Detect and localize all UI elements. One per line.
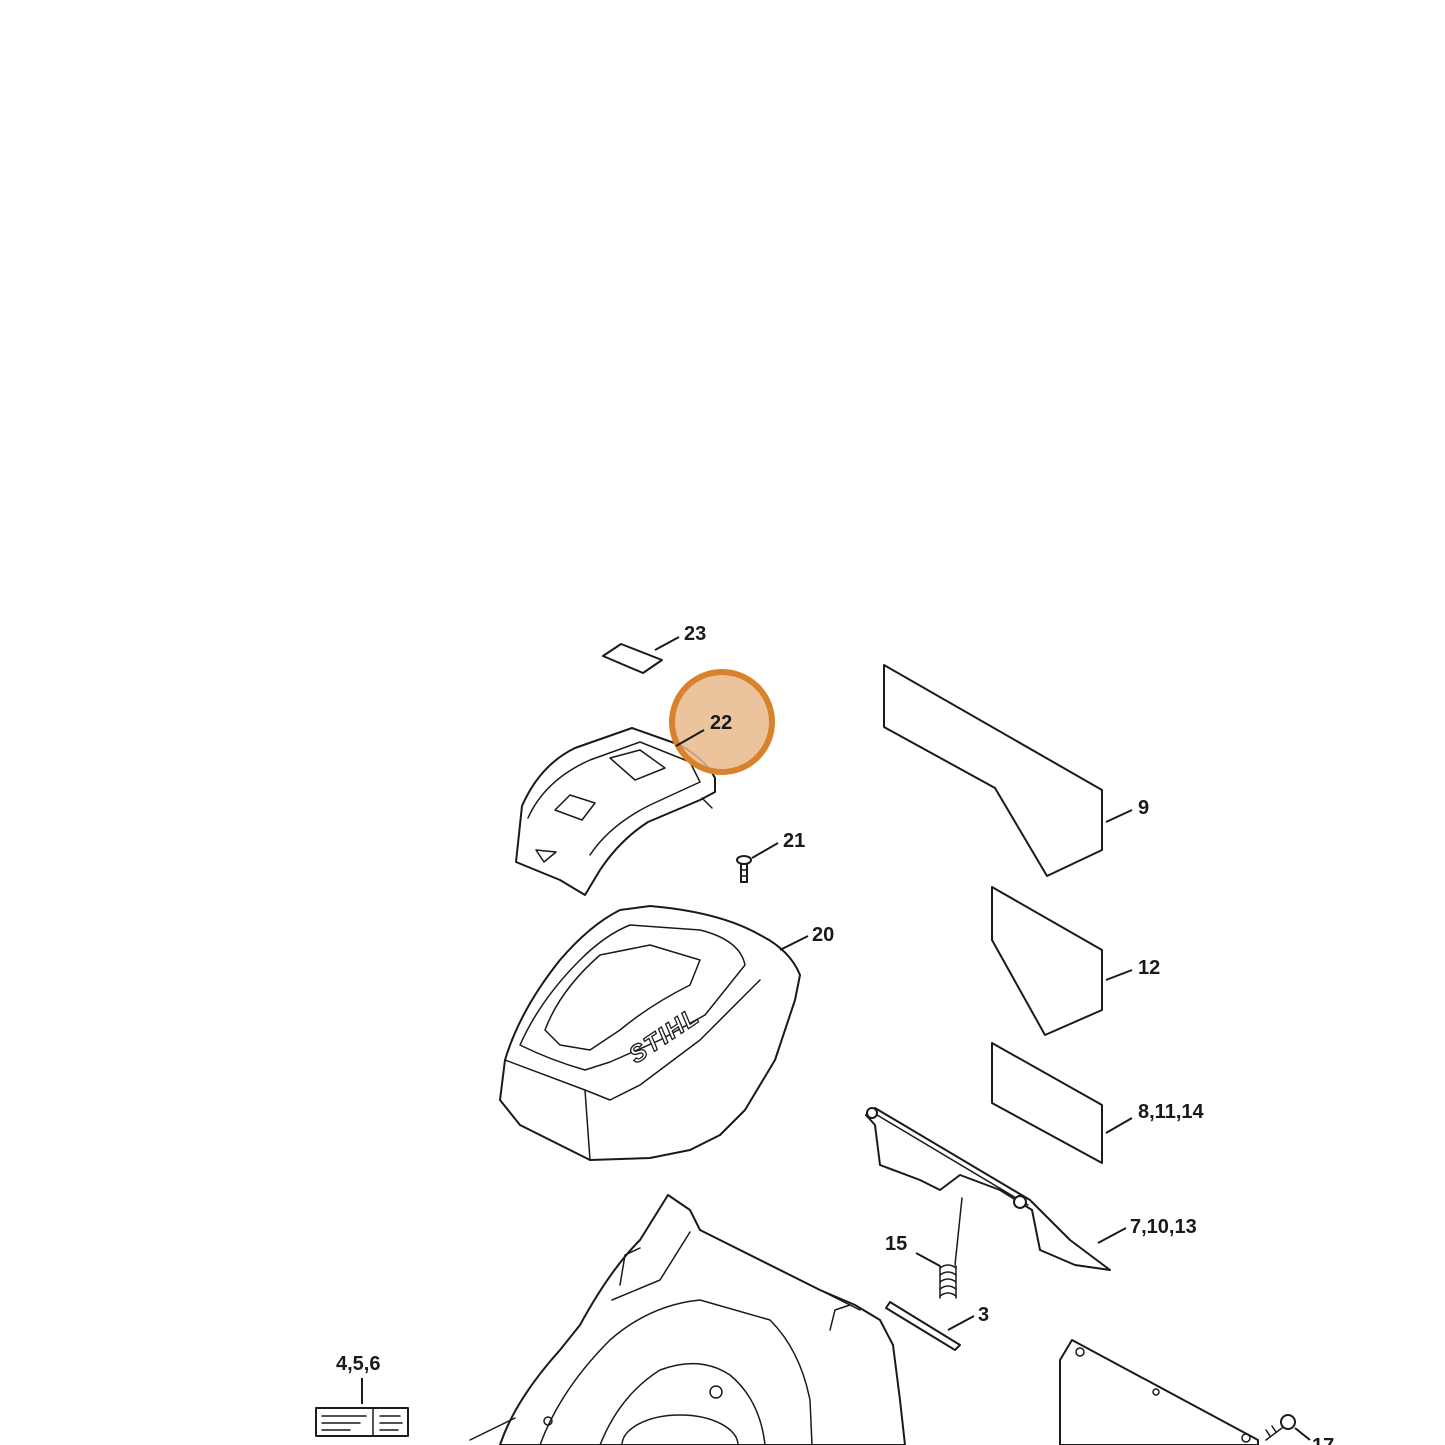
callout-7-10-13: 7,10,13 — [1130, 1216, 1197, 1238]
part-23-label[interactable] — [602, 643, 663, 674]
callout-21: 21 — [783, 830, 805, 852]
callout-17: 17 — [1312, 1435, 1334, 1445]
part-15-spring[interactable] — [939, 1197, 963, 1299]
part-8-11-14-label[interactable] — [991, 1042, 1103, 1164]
part-plate[interactable] — [1059, 1339, 1259, 1445]
callout-9: 9 — [1138, 797, 1149, 819]
part-12-label[interactable] — [991, 886, 1103, 1036]
callout-23: 23 — [684, 623, 706, 645]
callout-20: 20 — [812, 924, 834, 946]
part-17-screw[interactable] — [1265, 1414, 1296, 1441]
highlight-marker — [669, 669, 775, 775]
callout-12: 12 — [1138, 957, 1160, 979]
part-4-5-6-labels[interactable] — [315, 1407, 409, 1437]
part-3-rod[interactable] — [885, 1301, 961, 1351]
part-deck[interactable] — [469, 1194, 906, 1445]
part-20-hood[interactable]: STIHL — [499, 905, 801, 1161]
callout-3: 3 — [978, 1304, 989, 1326]
part-21-screw[interactable] — [736, 855, 752, 883]
callout-4-5-6: 4,5,6 — [336, 1353, 380, 1375]
part-7-10-13-flap[interactable] — [865, 1107, 1111, 1271]
callout-15: 15 — [885, 1233, 907, 1255]
callout-8-11-14: 8,11,14 — [1138, 1101, 1205, 1123]
part-9-label[interactable] — [883, 664, 1103, 877]
callout-22: 22 — [710, 712, 732, 734]
